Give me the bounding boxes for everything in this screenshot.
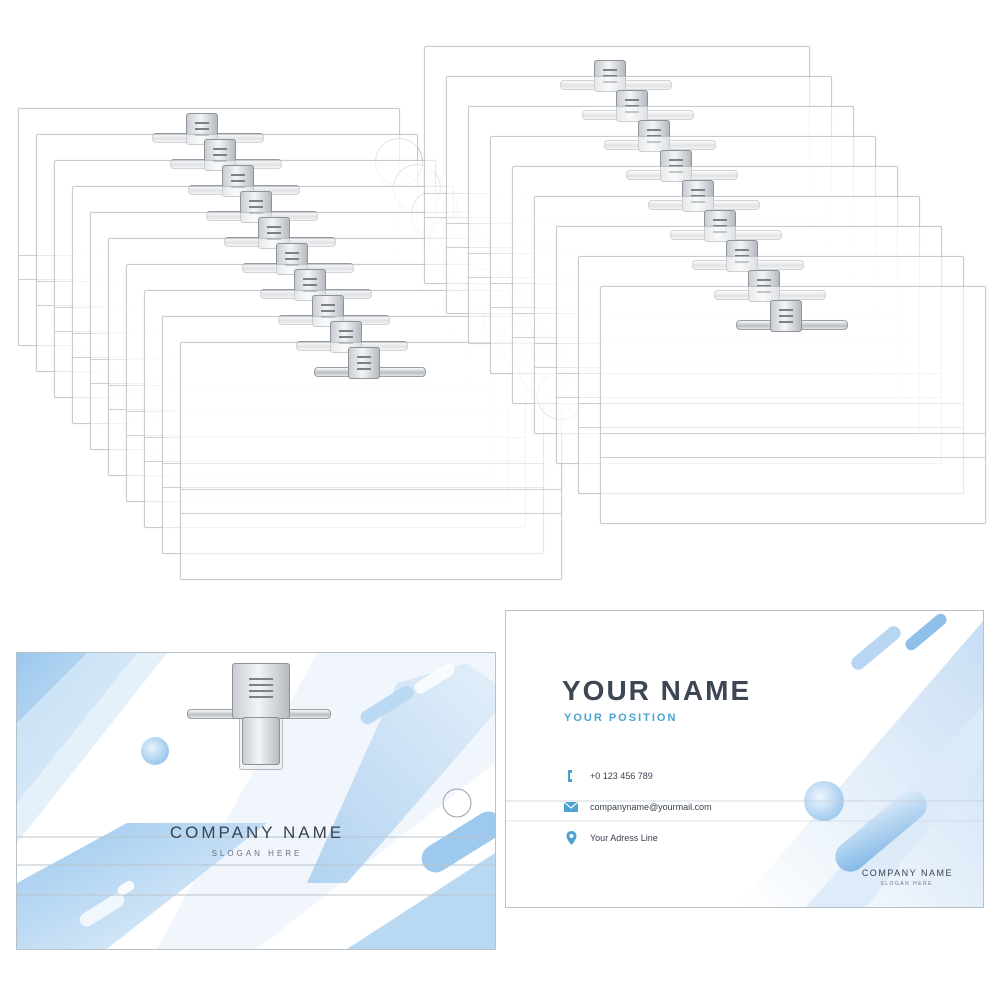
email-address: companyname@yourmail.com xyxy=(590,802,712,812)
card-company-name: COMPANY NAME xyxy=(861,868,953,878)
your-name: YOUR NAME xyxy=(562,675,752,706)
clear-badge-holder xyxy=(180,342,562,580)
email-row: companyname@yourmail.com xyxy=(564,799,712,815)
phone-row: +0 123 456 789 xyxy=(564,768,653,784)
address-line: Your Adress Line xyxy=(590,833,658,843)
clip-body xyxy=(348,347,380,379)
badge-holder-stacks xyxy=(18,46,986,580)
company-badge-card: COMPANY NAME SLOGAN HERE xyxy=(16,652,496,950)
phone-icon xyxy=(564,769,578,783)
address-row: Your Adress Line xyxy=(564,830,658,846)
card-slogan: SLOGAN HERE xyxy=(880,881,933,887)
badge-clip xyxy=(187,661,337,771)
location-pin-icon xyxy=(564,831,578,845)
your-position: YOUR POSITION xyxy=(564,712,678,724)
blue-decoration xyxy=(506,611,983,907)
clip-body xyxy=(232,663,290,719)
company-name: COMPANY NAME xyxy=(169,823,345,842)
clip-body xyxy=(770,300,802,332)
email-icon xyxy=(564,800,578,814)
business-card: YOUR NAME YOUR POSITION +0 123 456 789 c… xyxy=(505,610,984,908)
slogan: SLOGAN HERE xyxy=(211,849,303,858)
phone-number: +0 123 456 789 xyxy=(590,771,653,781)
clip-jaw xyxy=(242,717,280,765)
